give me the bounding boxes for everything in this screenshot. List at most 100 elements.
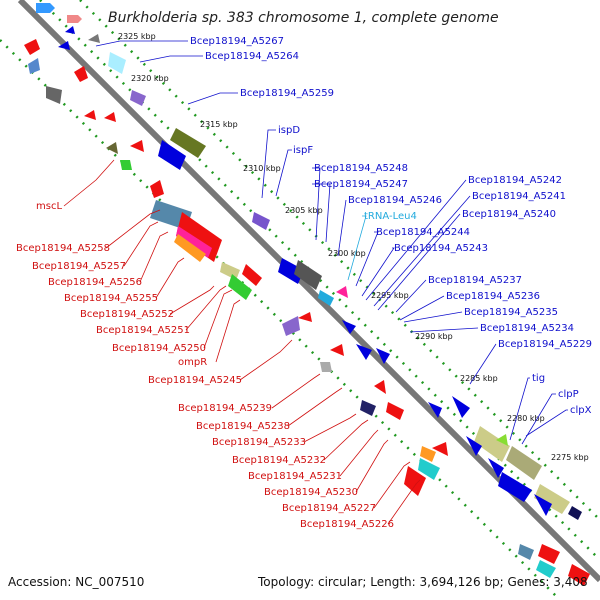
gene-label: Bcep18194_A5227 bbox=[282, 503, 376, 514]
leader-line bbox=[387, 479, 421, 525]
gene-label: mscL bbox=[36, 201, 62, 212]
gene-arrow bbox=[174, 234, 206, 262]
leader-line bbox=[521, 393, 556, 445]
leader-line bbox=[525, 409, 568, 437]
leader-line bbox=[215, 299, 241, 363]
gene-arrow bbox=[420, 446, 436, 462]
gene-arrow bbox=[474, 426, 510, 462]
gene-arrow bbox=[466, 436, 482, 456]
leader-line bbox=[169, 285, 215, 315]
kbp-label: 2325 kbp bbox=[118, 32, 156, 41]
gene-arrow bbox=[24, 39, 40, 55]
gene-arrow bbox=[88, 34, 100, 43]
gene-arrow bbox=[506, 446, 542, 480]
gene-arrow bbox=[106, 142, 118, 154]
leader-line bbox=[275, 149, 292, 197]
gene-arrow bbox=[150, 180, 164, 198]
gene-arrow bbox=[320, 362, 332, 372]
gene-arrow bbox=[336, 286, 348, 298]
gene-label: ispF bbox=[293, 145, 313, 156]
gene-label: Bcep18194_A5226 bbox=[300, 519, 394, 530]
gene-arrow bbox=[176, 226, 212, 258]
bottom-tick-rail bbox=[0, 39, 561, 600]
leader-line bbox=[509, 377, 530, 441]
gene-arrow bbox=[536, 560, 556, 578]
gene-label: Bcep18194_A5244 bbox=[376, 227, 470, 238]
gene-label: Bcep18194_A5257 bbox=[32, 261, 126, 272]
gene-arrow bbox=[298, 312, 312, 322]
leader-line bbox=[187, 92, 238, 105]
gene-arrow bbox=[568, 506, 582, 520]
top-leader-lines bbox=[95, 40, 568, 445]
gene-label: Bcep18194_A5235 bbox=[464, 307, 558, 318]
gene-label: Bcep18194_A5231 bbox=[248, 471, 342, 482]
gene-label: Bcep18194_A5237 bbox=[428, 275, 522, 286]
kbp-label: 2275 kbp bbox=[551, 453, 589, 462]
gene-label: Bcep18194_A5259 bbox=[240, 88, 334, 99]
gene-arrow bbox=[28, 58, 40, 74]
gene-label: Bcep18194_A5236 bbox=[446, 291, 540, 302]
leader-line bbox=[203, 289, 233, 349]
gene-arrow bbox=[488, 458, 504, 478]
gene-arrow bbox=[294, 260, 322, 290]
gene-arrow bbox=[278, 258, 304, 284]
leader-line bbox=[95, 40, 188, 47]
leader-line bbox=[139, 231, 169, 283]
kbp-label: 2280 kbp bbox=[507, 414, 545, 423]
gene-arrow bbox=[58, 41, 70, 50]
gene-arrow bbox=[568, 564, 590, 586]
leader-line bbox=[365, 179, 467, 301]
leader-line bbox=[123, 221, 159, 267]
gene-label: tig bbox=[532, 373, 545, 384]
gene-arrow bbox=[318, 290, 334, 306]
gene-label: Bcep18194_A5250 bbox=[112, 343, 206, 354]
gene-label: Bcep18194_A5238 bbox=[196, 421, 290, 432]
gene-arrow bbox=[404, 466, 426, 496]
topology-text: Topology: circular; Length: 3,694,126 bp… bbox=[257, 575, 588, 589]
gene-arrow bbox=[242, 264, 262, 286]
gene-arrow bbox=[130, 90, 146, 106]
kbp-label: 2295 kbp bbox=[371, 291, 409, 300]
gene-label: Bcep18194_A5234 bbox=[480, 323, 574, 334]
gene-label: Bcep18194_A5241 bbox=[472, 191, 566, 202]
gene-arrow bbox=[282, 316, 300, 336]
leader-line bbox=[395, 279, 427, 313]
gene-arrow bbox=[252, 212, 270, 230]
gene-arrow bbox=[84, 110, 96, 120]
gene-label: Bcep18194_A5229 bbox=[498, 339, 592, 350]
gene-label: Bcep18194_A5251 bbox=[96, 325, 190, 336]
gene-arrow bbox=[108, 52, 126, 74]
gene-arrow bbox=[158, 140, 186, 170]
leader-line bbox=[361, 247, 395, 297]
leader-line bbox=[337, 199, 347, 257]
kbp-label: 2285 kbp bbox=[460, 374, 498, 383]
gene-label: Bcep18194_A5264 bbox=[205, 51, 299, 62]
leader-line bbox=[339, 429, 379, 477]
gene-arrow bbox=[330, 344, 344, 356]
gene-arrow bbox=[356, 344, 372, 360]
leader-line bbox=[287, 387, 343, 427]
gene-arrow bbox=[46, 86, 62, 104]
leader-line bbox=[377, 213, 461, 311]
leader-line bbox=[105, 209, 161, 249]
gene-label: tRNA-Leu4 bbox=[364, 211, 417, 222]
leader-line bbox=[312, 167, 321, 241]
leader-line bbox=[261, 129, 276, 199]
gene-arrow bbox=[518, 544, 534, 560]
gene-label: Bcep18194_A5255 bbox=[64, 293, 158, 304]
gene-label: Bcep18194_A5248 bbox=[314, 163, 408, 174]
gene-label: Bcep18194_A5232 bbox=[232, 455, 326, 466]
gene-features bbox=[24, 3, 590, 586]
gene-label: Bcep18194_A5247 bbox=[314, 179, 408, 190]
gene-arrow bbox=[65, 26, 75, 34]
gene-label: Bcep18194_A5245 bbox=[148, 375, 242, 386]
leader-line bbox=[185, 285, 227, 331]
gene-arrow bbox=[120, 160, 132, 170]
leader-line bbox=[323, 419, 369, 461]
gene-arrow bbox=[428, 402, 442, 418]
leader-line bbox=[469, 343, 497, 385]
bottom-leader-lines bbox=[63, 159, 421, 525]
